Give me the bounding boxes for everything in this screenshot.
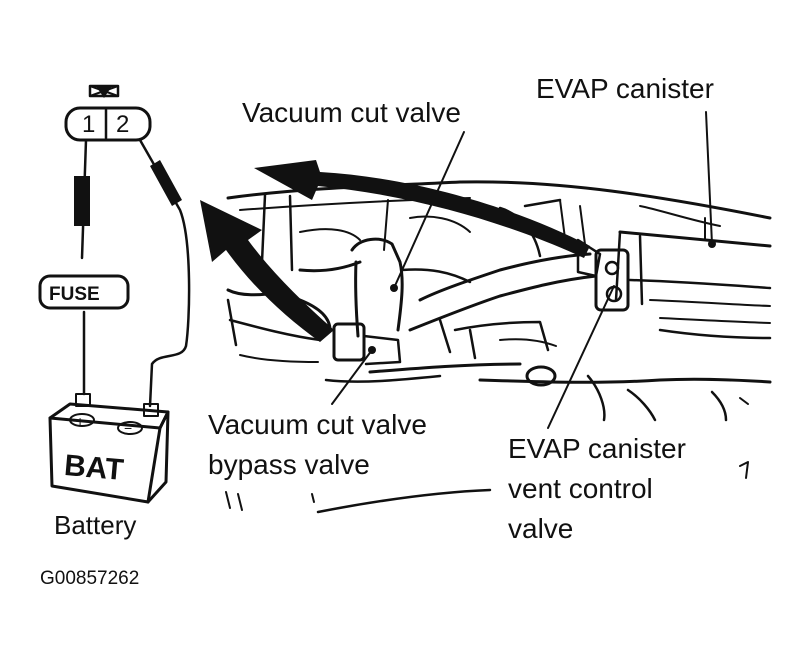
leader-bypass-valve bbox=[331, 349, 373, 405]
connector bbox=[64, 106, 152, 142]
fuse-box bbox=[38, 274, 130, 310]
battery: + − BAT bbox=[48, 393, 170, 504]
label-vent-control-line3: valve bbox=[508, 513, 573, 544]
connector-pin-2: 2 bbox=[116, 111, 129, 138]
label-evap-canister: EVAP canister bbox=[536, 73, 714, 104]
label-vacuum-cut-valve: Vacuum cut valve bbox=[242, 97, 461, 128]
label-bypass-valve-line1: Vacuum cut valve bbox=[208, 409, 427, 440]
label-bypass-valve-line2: bypass valve bbox=[208, 449, 370, 480]
connector-pin-1: 1 bbox=[82, 111, 95, 138]
leader-vacuum-cut-valve bbox=[393, 131, 465, 289]
battery-minus-sign: − bbox=[124, 420, 132, 436]
upper-flow-arrow bbox=[254, 160, 590, 258]
figure-id: G00857262 bbox=[40, 568, 139, 589]
label-vent-control-line2: vent control bbox=[508, 473, 653, 504]
wire-pin2 bbox=[138, 138, 191, 408]
label-vent-control-line1: EVAP canister bbox=[508, 433, 686, 464]
label-battery: Battery bbox=[54, 510, 136, 540]
lower-flow-arrow bbox=[200, 200, 334, 342]
flow-arrows bbox=[200, 160, 590, 342]
engine-bay-drawing bbox=[225, 180, 772, 514]
connector-wiring: 1 2 FUSE bbox=[38, 84, 191, 408]
battery-plus-sign: + bbox=[76, 413, 84, 429]
leader-vent-control-valve bbox=[547, 285, 615, 429]
battery-bat-label: BAT bbox=[63, 449, 125, 487]
leader-lines bbox=[331, 111, 716, 429]
fuse-label: FUSE bbox=[49, 284, 100, 305]
leader-evap-canister bbox=[705, 111, 713, 245]
